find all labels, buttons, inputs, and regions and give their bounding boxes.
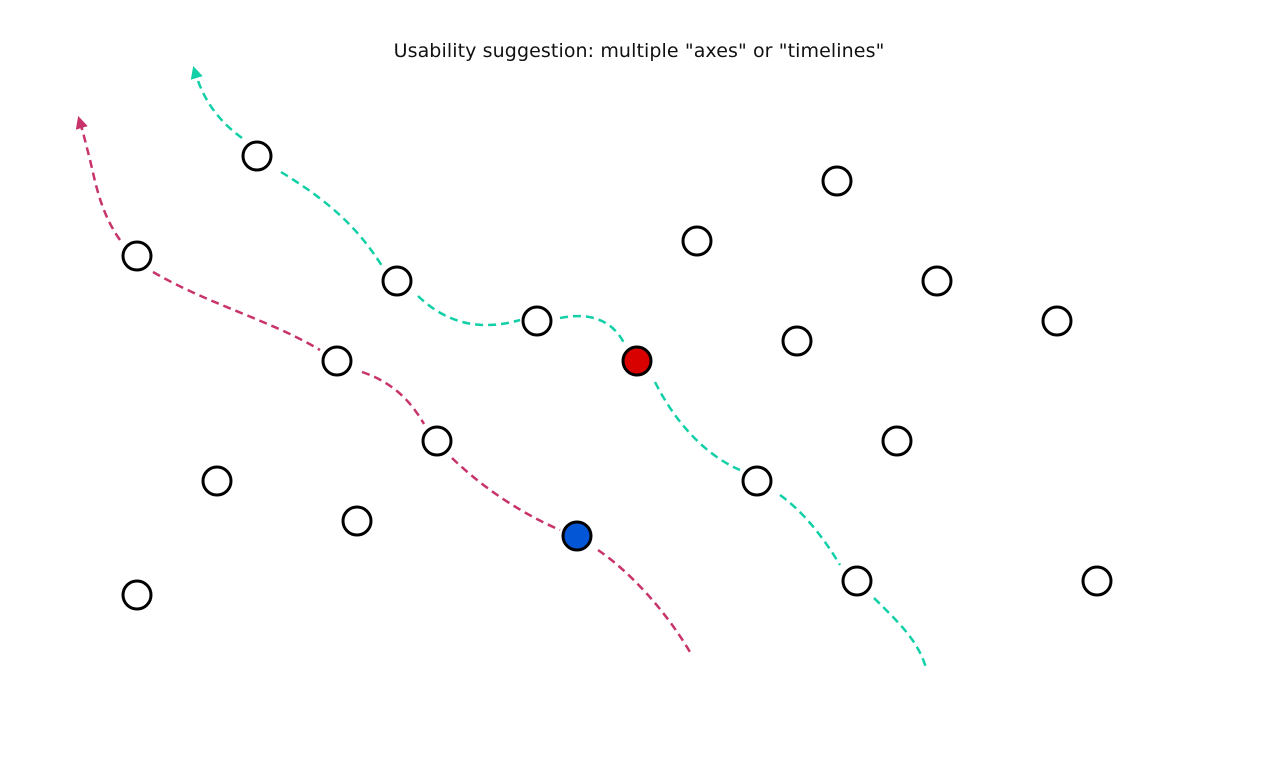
node-n19[interactable] [881,425,913,457]
timeline-teal-segment [417,295,521,327]
node-n14[interactable] [681,225,713,257]
node-n1[interactable] [241,140,273,172]
node-n3[interactable] [521,305,553,337]
node-n6[interactable] [841,565,873,597]
node-n20[interactable] [1081,565,1113,597]
nodes [121,140,1113,611]
timeline-teal-segment [280,170,384,267]
node-n8[interactable] [321,345,353,377]
diagram-title: Usability suggestion: multiple "axes" or… [393,40,885,62]
node-n16[interactable] [921,265,953,297]
timeline-magenta [75,116,692,653]
node-n10-blue[interactable] [561,520,593,552]
node-n9[interactable] [421,425,453,457]
node-n15[interactable] [821,165,853,197]
node-n5[interactable] [741,465,773,497]
timeline-teal-segment [653,381,741,472]
timeline-teal-segment [559,314,626,344]
node-n4-red[interactable] [621,345,653,377]
node-n12[interactable] [341,505,373,537]
timeline-magenta-segment [152,270,321,352]
node-n11[interactable] [201,465,233,497]
timeline-magenta-segment [361,370,426,425]
timeline-teal-segment [873,597,928,669]
node-n2[interactable] [381,265,413,297]
timeline-teal-segment [190,66,243,140]
timeline-magenta-segment [451,457,561,532]
node-n18[interactable] [1041,305,1073,337]
timeline-magenta-segment [75,116,122,241]
node-n17[interactable] [781,325,813,357]
node-n13[interactable] [121,579,153,611]
timeline-magenta-segment [597,548,692,653]
node-n7[interactable] [121,240,153,272]
timeline-teal-segment [779,493,842,566]
timeline-teal [190,66,928,669]
